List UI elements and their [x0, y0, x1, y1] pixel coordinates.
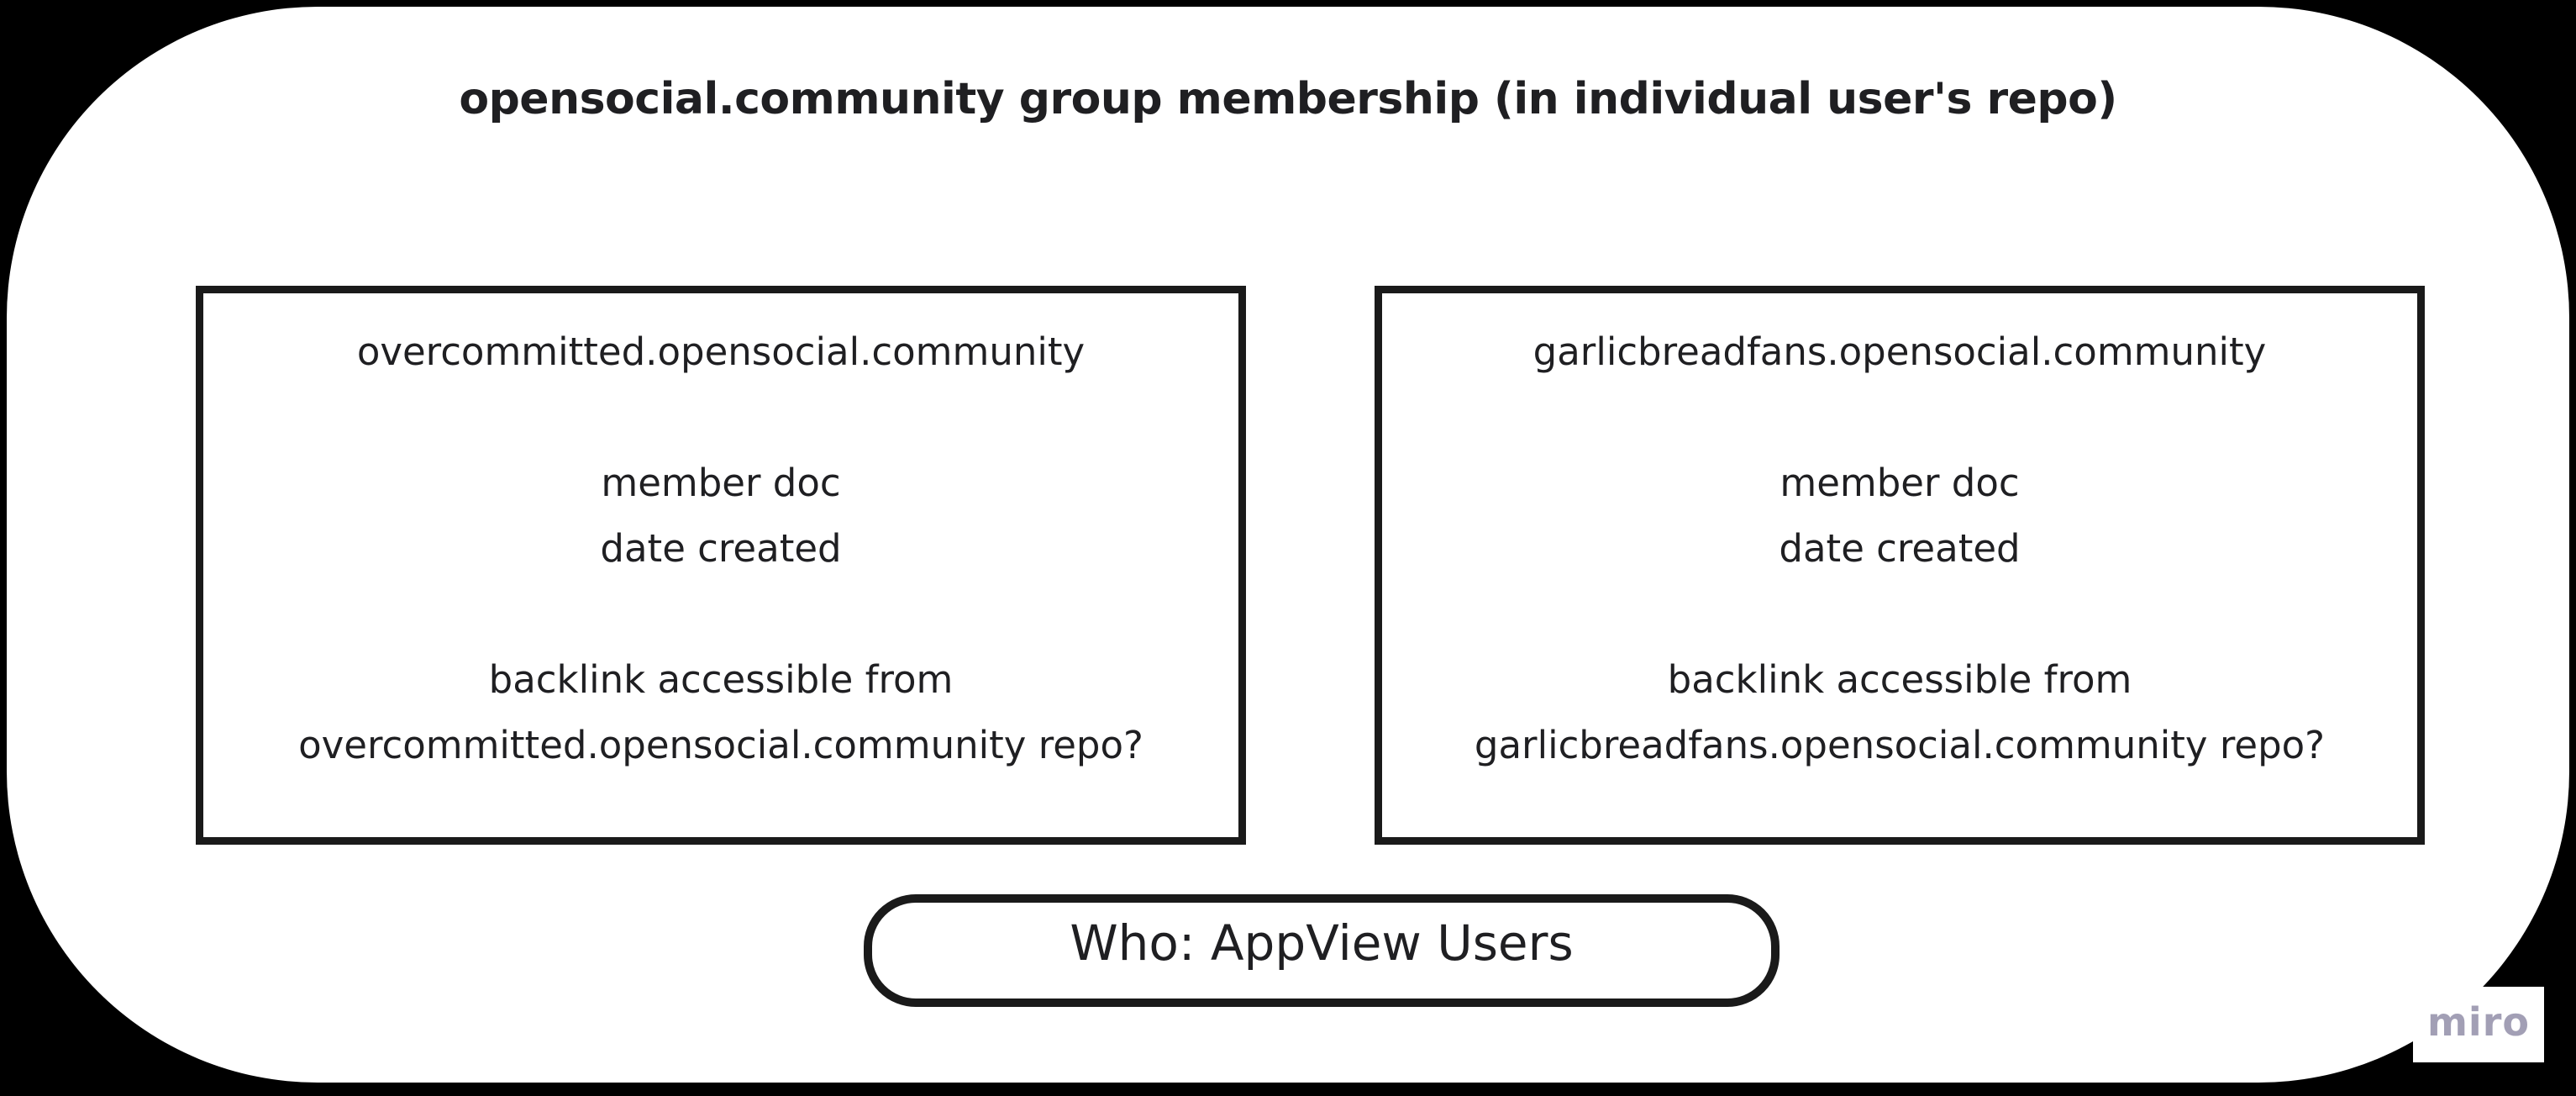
box-spacer: [203, 582, 1238, 647]
shape-garlicbreadfans-box[interactable]: garlicbreadfans.opensocial.community mem…: [1375, 286, 2425, 845]
box-spacer: [1382, 582, 2417, 647]
frame-shape[interactable]: opensocial.community group membership (i…: [7, 7, 2569, 1083]
backlink-question-line2: overcommitted.opensocial.community repo?: [298, 723, 1143, 767]
member-doc-label: member doc: [1780, 461, 2020, 505]
date-created-label: date created: [1779, 526, 2021, 571]
who-pill-label: Who: AppView Users: [1070, 914, 1574, 972]
frame-title: opensocial.community group membership (i…: [459, 74, 2117, 124]
box-spacer: [1382, 385, 2417, 451]
who-appview-users-pill[interactable]: Who: AppView Users: [864, 894, 1780, 1007]
box-name-label: overcommitted.opensocial.community: [356, 329, 1086, 374]
miro-watermark-badge: miro: [2413, 987, 2544, 1062]
backlink-question-line1: backlink accessible from: [1667, 657, 2132, 702]
box-spacer: [203, 385, 1238, 451]
shape-overcommitted-box[interactable]: overcommitted.opensocial.community membe…: [196, 286, 1246, 845]
member-doc-label: member doc: [601, 461, 841, 505]
date-created-label: date created: [600, 526, 842, 571]
backlink-question-line2: garlicbreadfans.opensocial.community rep…: [1474, 723, 2326, 767]
backlink-question-line1: backlink accessible from: [488, 657, 954, 702]
miro-logo: miro: [2427, 999, 2530, 1045]
box-name-label: garlicbreadfans.opensocial.community: [1532, 329, 2267, 374]
